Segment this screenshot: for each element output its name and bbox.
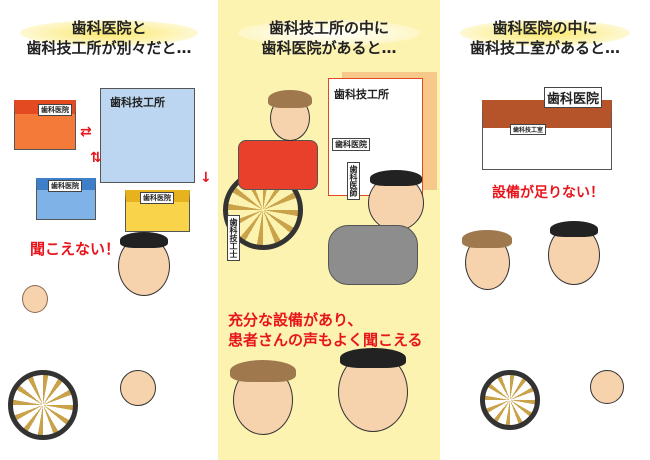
panel-title: 歯科医院と 歯科技工所が別々だと… xyxy=(0,18,218,58)
clinic-sign: 歯科医院 xyxy=(38,104,72,116)
tech-face xyxy=(590,370,624,404)
arrow-icon: ⇅ xyxy=(90,150,102,166)
patient-face xyxy=(22,285,48,313)
lab-room-sign: 歯科技工室 xyxy=(510,124,547,135)
arrow-icon: ⇄ xyxy=(80,124,92,140)
caption-cannot-hear: 聞こえない！ xyxy=(30,240,121,258)
hair xyxy=(340,348,406,368)
hair xyxy=(120,232,168,248)
technician-body xyxy=(328,225,418,285)
label-technician: 歯科技工士 xyxy=(227,215,240,261)
rickshaw-wheel xyxy=(8,370,78,440)
hair xyxy=(550,221,598,237)
hair xyxy=(462,230,512,248)
hair xyxy=(370,170,422,186)
clinic-sign: 歯科医院 xyxy=(140,192,174,204)
clinic-building xyxy=(482,100,612,170)
lab-sign: 歯科技工所 xyxy=(108,94,167,110)
arrow-icon: ↓ xyxy=(200,170,212,186)
clinic-sign: 歯科医院 xyxy=(544,87,603,108)
caption-good: 充分な設備があり、 患者さんの声もよく聞こえる xyxy=(228,311,423,349)
panel-lab-with-clinic: 歯科技工所の中に 歯科医院があると… 歯科技工所 歯科医院 歯科医師 歯科技工士… xyxy=(218,0,440,460)
label-dentist: 歯科医師 xyxy=(347,162,360,200)
hair xyxy=(230,360,296,382)
clinic-sign: 歯科医院 xyxy=(332,138,370,151)
panel-clinic-with-lab: 歯科医院の中に 歯科技工室があると… 歯科医院 歯科技工室 設備が足りない！ xyxy=(440,0,650,460)
tech-face xyxy=(120,370,156,406)
rickshaw-seat xyxy=(238,140,318,190)
hair xyxy=(268,90,312,108)
panel-title: 歯科技工所の中に 歯科医院があると… xyxy=(218,18,440,58)
clinic-sign: 歯科医院 xyxy=(48,180,82,192)
lab-sign: 歯科技工所 xyxy=(332,86,391,102)
panel-separate: 歯科医院と 歯科技工所が別々だと… 歯科医院 歯科技工所 ⇄ ⇅ ↓ 歯科医院 … xyxy=(0,0,218,460)
rickshaw-wheel xyxy=(480,370,540,430)
panel-title: 歯科医院の中に 歯科技工室があると… xyxy=(440,18,650,58)
caption-not-enough: 設備が足りない！ xyxy=(492,185,604,201)
